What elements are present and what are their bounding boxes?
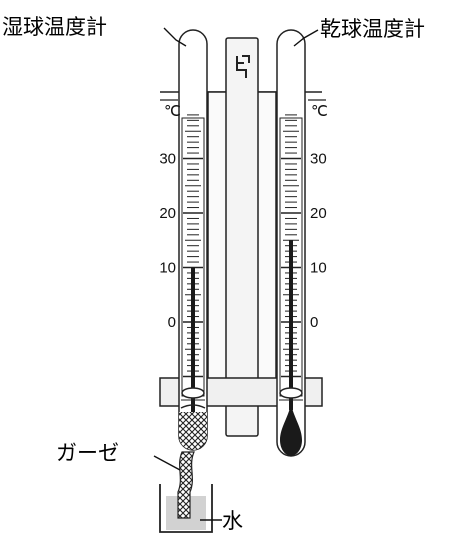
tick-label-right-20: 20	[310, 205, 327, 222]
wet-mercury-column	[191, 267, 195, 420]
tick-label-right-10: 10	[310, 260, 327, 277]
dry-bulb-thermometer	[276, 29, 306, 457]
gauze-label: ガーゼ	[56, 441, 119, 465]
leader-lines	[153, 27, 319, 521]
water-label: 水	[222, 509, 243, 533]
dry-clip	[279, 387, 303, 399]
unit-label-right: ℃	[311, 103, 328, 120]
dry-bulb	[280, 404, 302, 456]
wet-scale-ticks	[183, 114, 203, 378]
tick-label-right-0: 0	[310, 314, 318, 331]
gauze-wrap	[179, 412, 207, 450]
dry-thermometer-label: 乾球温度計	[320, 17, 425, 41]
wet-clip	[181, 387, 205, 399]
tick-label-left-30: 30	[159, 151, 176, 168]
scale-labels: ℃ ℃ 30 20 10 0 30 20 10 0	[159, 99, 328, 331]
tick-label-left-10: 10	[159, 260, 176, 277]
tick-label-right-30: 30	[310, 151, 327, 168]
wet-bulb-thermometer	[178, 29, 208, 451]
unit-label-left: ℃	[164, 103, 181, 120]
hanger-hook-icon	[236, 55, 250, 78]
wet-thermometer-label: 湿球温度計	[2, 15, 107, 39]
dry-mercury-column	[289, 240, 293, 410]
tick-label-left-0: 0	[168, 314, 176, 331]
gauze-strip	[177, 451, 195, 519]
tick-label-left-20: 20	[159, 205, 176, 222]
